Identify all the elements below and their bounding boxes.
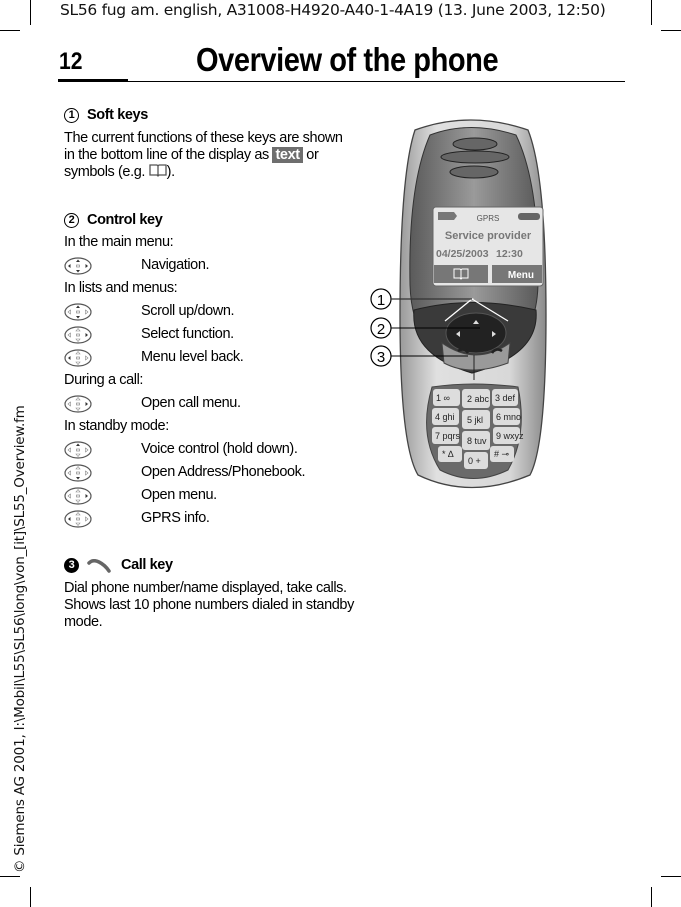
section-heading: 1 Soft keys <box>64 107 354 124</box>
section-body: Dial phone number/name displayed, take c… <box>64 580 354 630</box>
item-text: Open menu. <box>141 487 217 503</box>
group-label: In standby mode: <box>64 418 169 434</box>
battery-icon <box>518 213 540 220</box>
call-handset-icon <box>87 558 111 573</box>
item-text: Navigation. <box>141 257 210 273</box>
joystick-up-icon <box>64 440 92 459</box>
callout-1: 1 <box>377 292 385 309</box>
page-number: 12 <box>59 48 83 75</box>
print-header: SL56 fug am. english, A31008-H4920-A40-1… <box>60 1 606 19</box>
section-title: Call key <box>121 557 173 573</box>
body-text: The current functions of these keys are … <box>64 130 343 163</box>
right-softkey-label <box>492 265 542 283</box>
signal-strength-icon <box>438 212 457 220</box>
list-item: Select function. <box>64 323 354 346</box>
svg-text:5 jkl: 5 jkl <box>467 415 483 425</box>
side-copyright-note: © Siemens AG 2001, I:\Mobil\L55\SL56\lon… <box>12 405 28 873</box>
section-control-key: 2 Control key In the main menu: Navigati… <box>64 212 354 530</box>
svg-text:2 abc: 2 abc <box>467 394 490 404</box>
svg-text:9 wxyz: 9 wxyz <box>496 431 524 441</box>
svg-text:* ∆: * ∆ <box>442 449 454 459</box>
body-text: ). <box>166 164 175 180</box>
section-call-key: 3 Call key Dial phone number/name displa… <box>64 557 354 631</box>
text-badge: text <box>272 147 303 163</box>
svg-text:4 ghi: 4 ghi <box>435 412 455 422</box>
group-label: In lists and menus: <box>64 280 178 296</box>
callout-3: 3 <box>377 349 385 366</box>
item-text: Menu level back. <box>141 349 244 365</box>
joystick-all-directions-icon <box>64 256 92 275</box>
crop-mark <box>651 887 652 907</box>
book-icon <box>149 164 167 177</box>
page-title: Overview of the phone <box>196 41 499 78</box>
joystick-right-icon <box>64 325 92 344</box>
end-key-icon <box>490 348 503 354</box>
svg-text:0 +: 0 + <box>468 456 481 466</box>
list-item: Open call menu. <box>64 392 354 415</box>
title-rule-thick <box>58 79 128 82</box>
body-text: or symbols (e.g. <box>64 147 319 180</box>
list-item: Open menu. <box>64 484 354 507</box>
svg-text:6 mno: 6 mno <box>496 412 521 422</box>
list-item: Voice control (hold down). <box>64 438 354 461</box>
section-title: Control key <box>87 212 163 228</box>
item-text: Select function. <box>141 326 234 342</box>
callout-2: 2 <box>377 321 385 338</box>
book-icon <box>453 268 469 280</box>
section-body: The current functions of these keys are … <box>64 130 354 181</box>
item-text: Voice control (hold down). <box>141 441 298 457</box>
joystick-down-icon <box>64 463 92 482</box>
svg-text:1 ∞: 1 ∞ <box>436 393 450 403</box>
joystick-left-icon <box>64 509 92 528</box>
crop-mark <box>651 0 652 25</box>
list-item: GPRS info. <box>64 507 354 530</box>
list-item: Scroll up/down. <box>64 300 354 323</box>
marker-3-icon: 3 <box>64 558 79 573</box>
joystick-right-icon <box>64 394 92 413</box>
joystick-left-icon <box>64 348 92 367</box>
list-item: Navigation. <box>64 254 354 277</box>
screen-provider-text: Service provider <box>445 230 532 242</box>
svg-text:3 def: 3 def <box>495 393 516 403</box>
svg-text:7 pqrs: 7 pqrs <box>435 431 461 441</box>
crop-mark <box>0 876 20 877</box>
item-text: GPRS info. <box>141 510 210 526</box>
svg-text:# ⊸: # ⊸ <box>494 449 510 459</box>
control-key <box>445 312 507 354</box>
marker-1-icon: 1 <box>64 108 79 123</box>
screen-time: 12:30 <box>496 248 523 260</box>
screen-date: 04/25/2003 <box>436 248 489 260</box>
group-label: During a call: <box>64 372 144 388</box>
phone-illustration: GPRS Service provider 04/25/2003 12:30 M… <box>370 119 547 489</box>
section-heading: 3 Call key <box>64 557 354 574</box>
crop-mark <box>0 30 20 31</box>
joystick-right-icon <box>64 486 92 505</box>
section-soft-keys: 1 Soft keys The current functions of the… <box>64 107 354 181</box>
marker-2-icon: 2 <box>64 213 79 228</box>
list-item: Open Address/Phonebook. <box>64 461 354 484</box>
section-title: Soft keys <box>87 107 148 123</box>
list-item: Menu level back. <box>64 346 354 369</box>
crop-mark <box>30 0 31 25</box>
joystick-up-down-icon <box>64 302 92 321</box>
keypad: 1 ∞ 2 abc 3 def 4 ghi 5 jkl 6 mno 7 pqrs… <box>432 389 524 469</box>
crop-mark <box>661 876 681 877</box>
svg-text:8 tuv: 8 tuv <box>467 436 487 446</box>
call-key-icon <box>457 348 470 354</box>
title-rule <box>58 81 625 82</box>
crop-mark <box>30 887 31 907</box>
gprs-indicator: GPRS <box>477 214 500 223</box>
crop-mark <box>661 30 681 31</box>
item-text: Open Address/Phonebook. <box>141 464 306 480</box>
screen-menu-label: Menu <box>508 270 534 281</box>
group-label: In the main menu: <box>64 234 174 250</box>
item-text: Open call menu. <box>141 395 241 411</box>
section-heading: 2 Control key <box>64 212 354 229</box>
item-text: Scroll up/down. <box>141 303 235 319</box>
